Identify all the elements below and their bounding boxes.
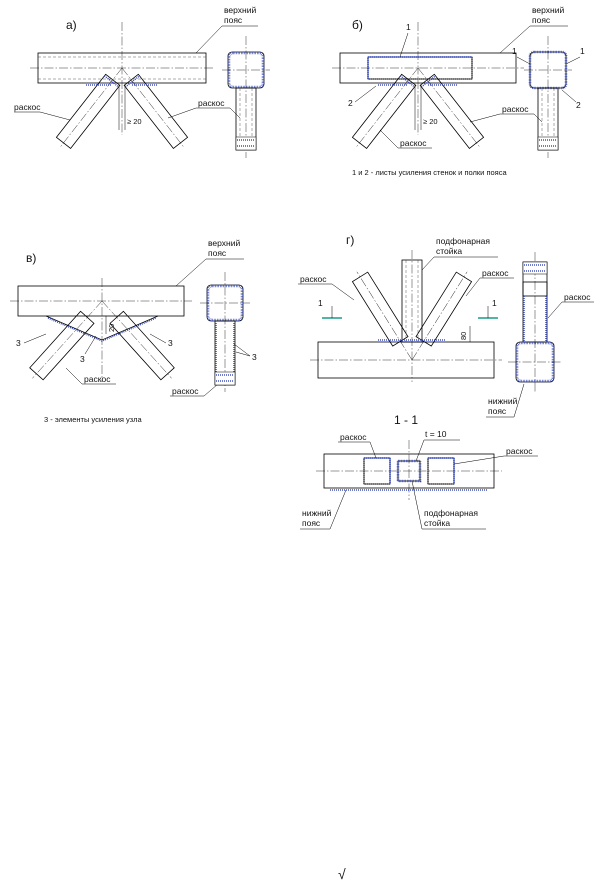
panel-b-dimension: ≥ 20 (423, 117, 438, 126)
panel-a: а) ≥ 20 раскос раскос верхний (14, 5, 270, 158)
panel-v-dimension: 20 (107, 324, 116, 332)
panel-a-brace-right-label: раскос (198, 98, 225, 108)
panel-b-brace-left-label: раскос (400, 138, 427, 148)
panel-g-cut-left-label: 1 (318, 298, 323, 308)
panel-g-left-brace (411, 271, 473, 361)
panel-g-post-label-2: стойка (436, 246, 462, 256)
panel-b-right-brace (417, 67, 485, 149)
panel-b: б) ≥ 20 1 2 1 1 2 раскос (332, 5, 585, 177)
panel-a-top-chord-label-2: пояс (224, 15, 243, 25)
panel-b-num-1-top: 1 (406, 22, 411, 32)
panel-a-letter: а) (66, 18, 77, 32)
panel-g-bottom-chord-label-1: нижний (488, 396, 518, 406)
panel-a-chord-section (222, 36, 270, 158)
panel-g-letter: г) (346, 233, 354, 247)
panel-v-num-3-section: 3 (252, 352, 257, 362)
panel-b-letter: б) (352, 18, 363, 32)
panel-v-letter: в) (26, 251, 36, 265)
panel-v-brace-mid-label: раскос (84, 374, 111, 384)
panel-a-top-chord-label-1: верхний (224, 5, 256, 15)
panel-b-num-1-right: 1 (580, 46, 585, 56)
panel-g-brace-right-label: раскос (482, 268, 509, 278)
panel-g-right-brace (351, 271, 413, 361)
section-title: 1 - 1 (394, 413, 418, 427)
panel-v-right-brace (101, 300, 175, 381)
panel-b-num-2-left: 2 (348, 98, 353, 108)
panel-b-top-chord-label-1: верхний (532, 5, 564, 15)
section-1-1: 1 - 1 раскос t = 10 раскос нижний пояс п… (300, 413, 538, 530)
section-thickness: t = 10 (425, 429, 447, 439)
panel-g-post-label-1: подфонарная (436, 236, 490, 246)
panel-v-num-3-left: 3 (16, 338, 21, 348)
panel-b-chord-section (524, 36, 572, 158)
section-bottom-chord-label-2: пояс (302, 518, 321, 528)
panel-v: в) 20 3 3 3 раскос раскос верхний пояс (10, 238, 257, 424)
section-post-label-2: стойка (424, 518, 450, 528)
panel-g-bottom-chord-label-2: пояс (488, 406, 507, 416)
panel-v-caption: 3 - элементы усиления узла (44, 415, 143, 424)
footer-symbol: √ (338, 866, 346, 882)
panel-v-chord-section (200, 272, 250, 392)
panel-g-cut-right-label: 1 (492, 298, 497, 308)
panel-v-left-brace (29, 300, 103, 381)
panel-g: г) 80 1 1 подфонарная стойка (298, 233, 594, 418)
panel-g-brace-left-label: раскос (300, 274, 327, 284)
panel-a-brace-left-label: раскос (14, 102, 41, 112)
panel-v-num-3-mid: 3 (80, 354, 85, 364)
panel-g-dimension: 80 (459, 332, 468, 340)
panel-b-num-1-side: 1 (512, 46, 517, 56)
panel-a-left-brace (55, 67, 123, 149)
panel-v-num-3-right: 3 (168, 338, 173, 348)
panel-b-num-2-right: 2 (576, 100, 581, 110)
section-brace-right-label: раскос (506, 446, 533, 456)
panel-b-brace-right-label: раскос (502, 104, 529, 114)
panel-a-dimension: ≥ 20 (127, 117, 142, 126)
panel-g-chord-section (508, 252, 562, 392)
panel-v-top-chord-label-1: верхний (208, 238, 240, 248)
panel-g-brace-side-label: раскос (564, 292, 591, 302)
panel-v-gusset (45, 315, 159, 341)
panel-b-caption: 1 и 2 - листы усиления стенок и полки по… (352, 168, 507, 177)
panel-b-top-chord-label-2: пояс (532, 15, 551, 25)
section-right-brace (427, 457, 455, 485)
panel-g-post (401, 259, 423, 343)
panel-v-top-chord-label-2: пояс (208, 248, 227, 258)
section-left-brace (363, 457, 391, 485)
panel-a-right-brace (121, 67, 189, 149)
section-post-label-1: подфонарная (424, 508, 478, 518)
panel-b-left-brace (351, 67, 419, 149)
section-brace-left-label: раскос (340, 432, 367, 442)
panel-v-brace-right-label: раскос (172, 386, 199, 396)
section-bottom-chord-label-1: нижний (302, 508, 332, 518)
